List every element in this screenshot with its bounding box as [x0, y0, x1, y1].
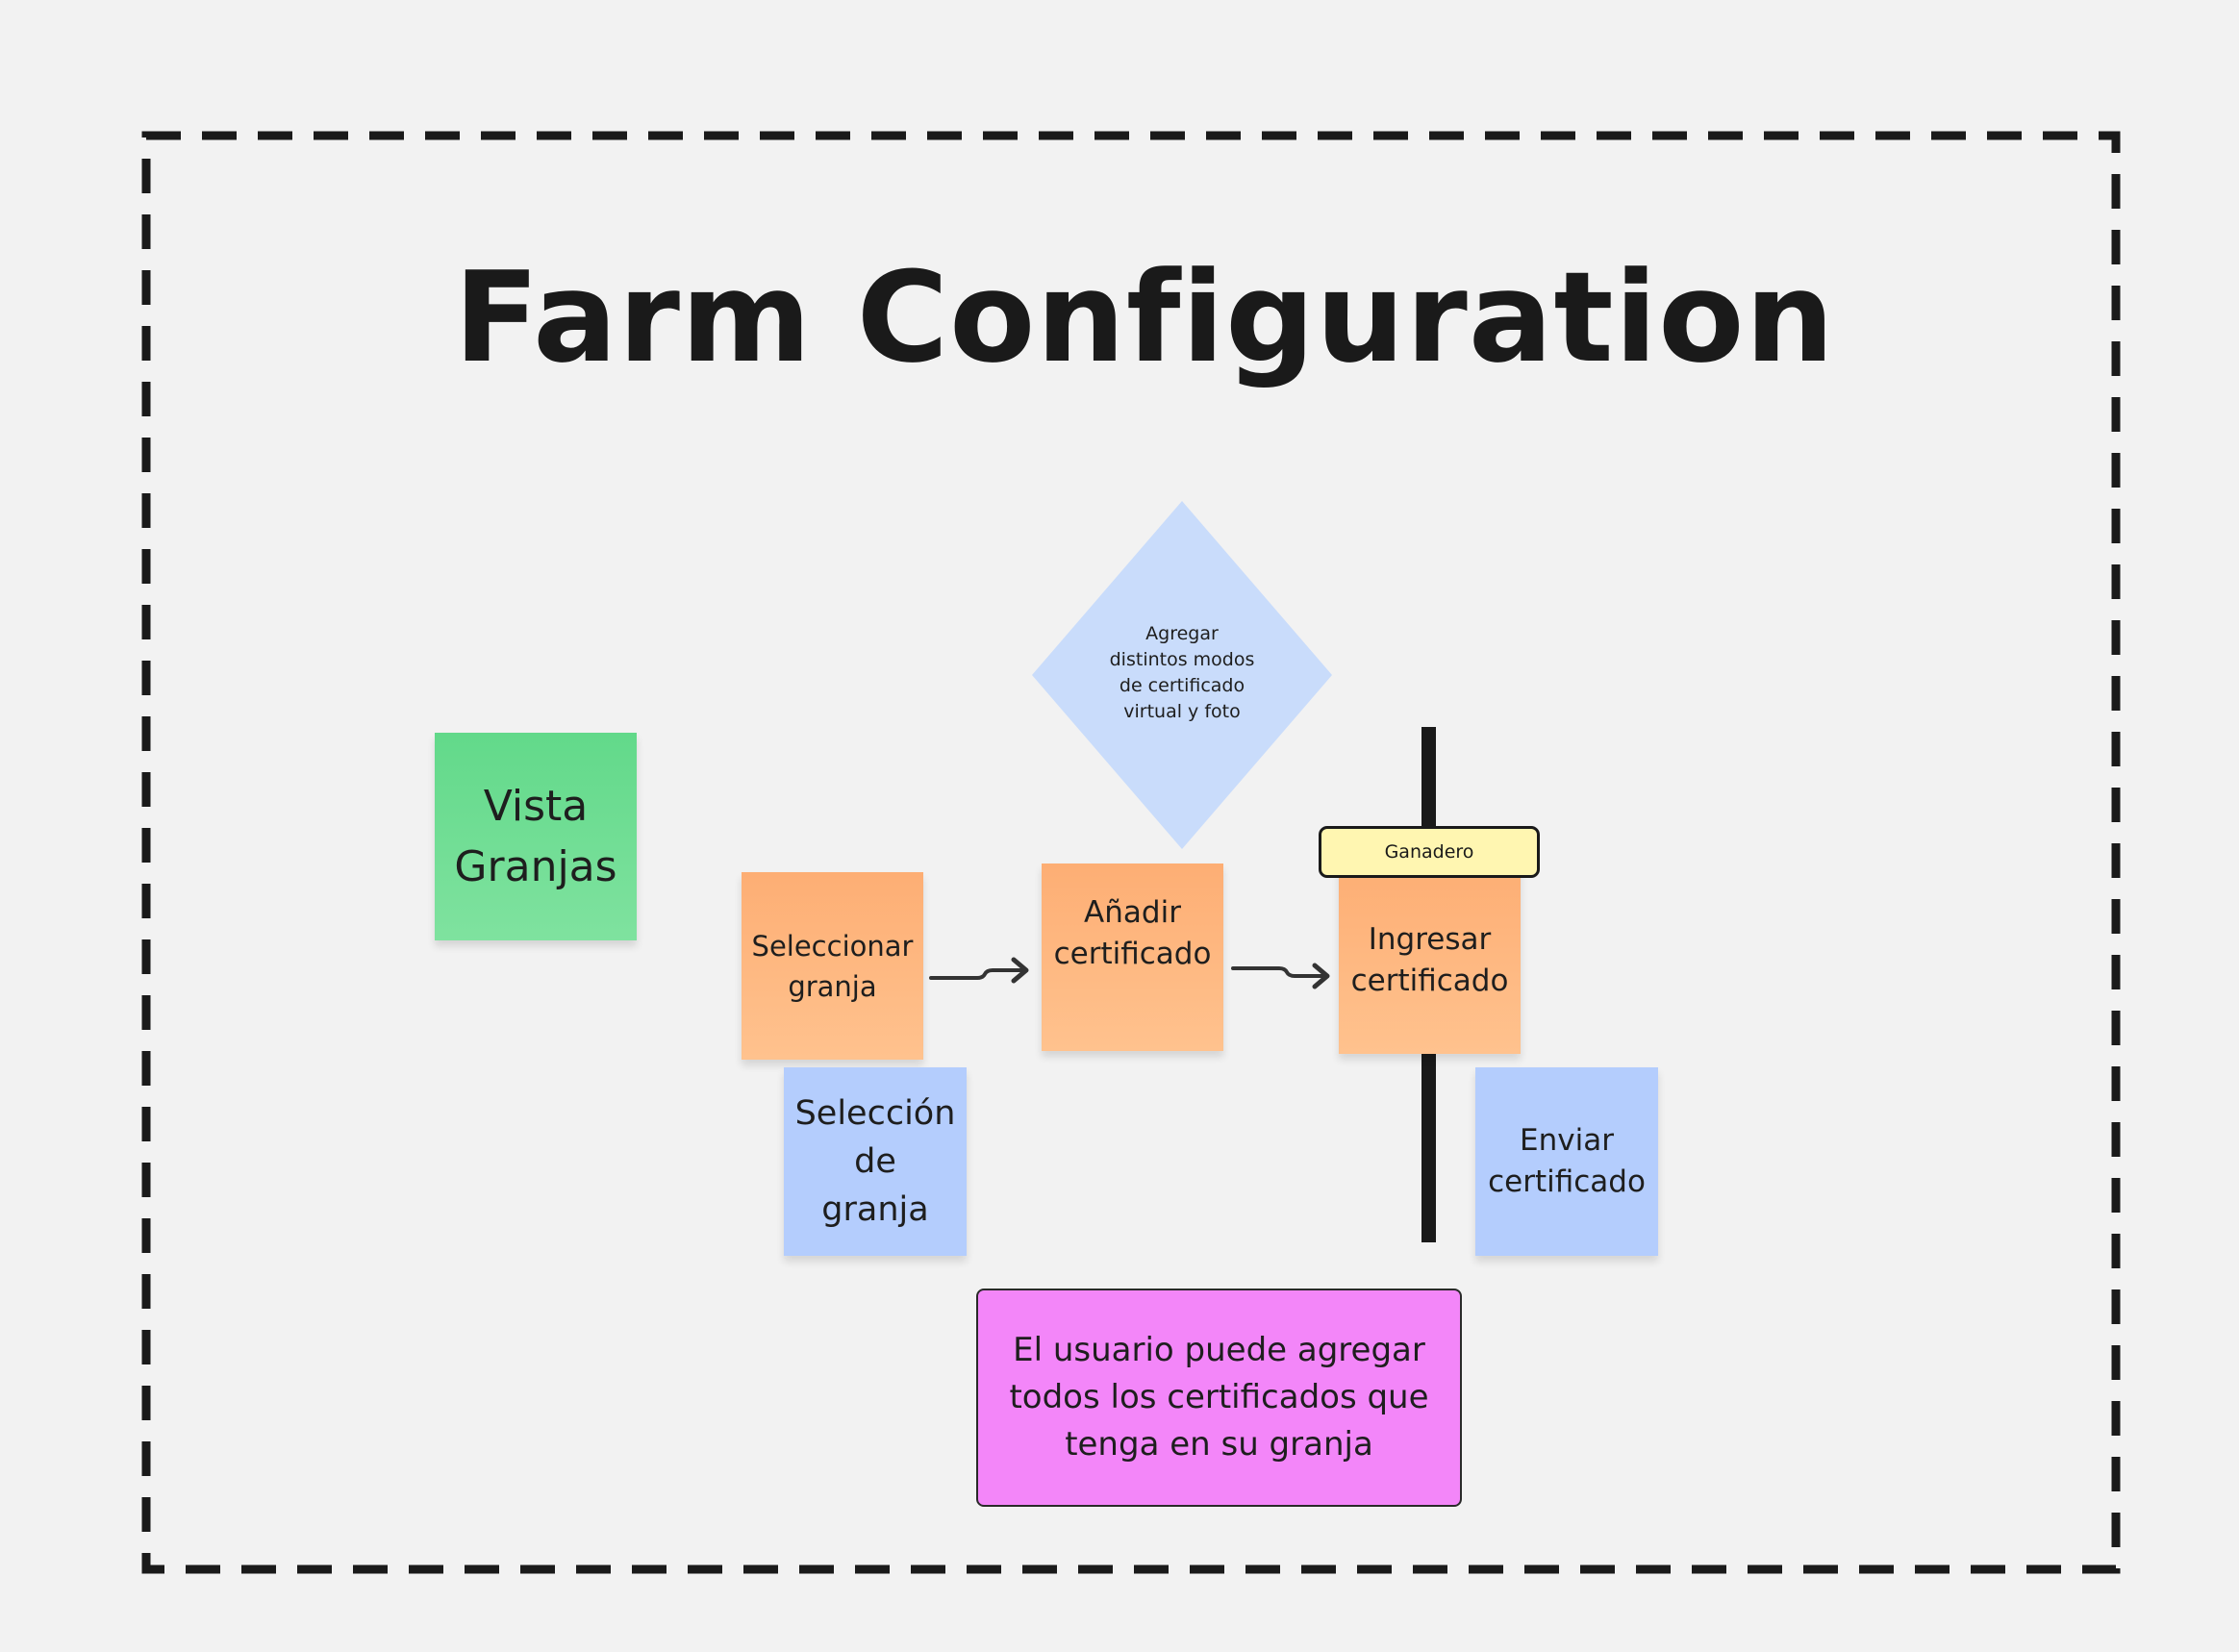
note-usuario[interactable]: El usuario puede agregar todos los certi… [976, 1289, 1462, 1507]
arrow-anadir-to-ingresar[interactable] [1223, 952, 1339, 990]
swimlane-divider-top [1421, 727, 1436, 831]
sticky-anadir-certificado[interactable]: Añadir certificado [1042, 864, 1223, 1051]
sticky-seleccion-de-granja[interactable]: Selección de granja [784, 1067, 967, 1256]
decision-text: Agregar distintos modos de certificado v… [1109, 623, 1255, 722]
swimlane-divider-bottom [1421, 1054, 1436, 1242]
frame-border [141, 131, 2121, 1574]
sticky-enviar-certificado[interactable]: Enviar certificado [1475, 1067, 1658, 1256]
sticky-ingresar-certificado[interactable]: Ingresar certificado [1339, 866, 1521, 1054]
swimlane-label[interactable]: Ganadero [1319, 826, 1540, 878]
sticky-vista-granjas[interactable]: Vista Granjas [435, 733, 637, 940]
arrow-seleccionar-to-anadir[interactable] [923, 952, 1039, 990]
frame-title: Farm Configuration [453, 244, 1836, 390]
sticky-seleccionar-granja[interactable]: Seleccionar granja [742, 872, 923, 1060]
